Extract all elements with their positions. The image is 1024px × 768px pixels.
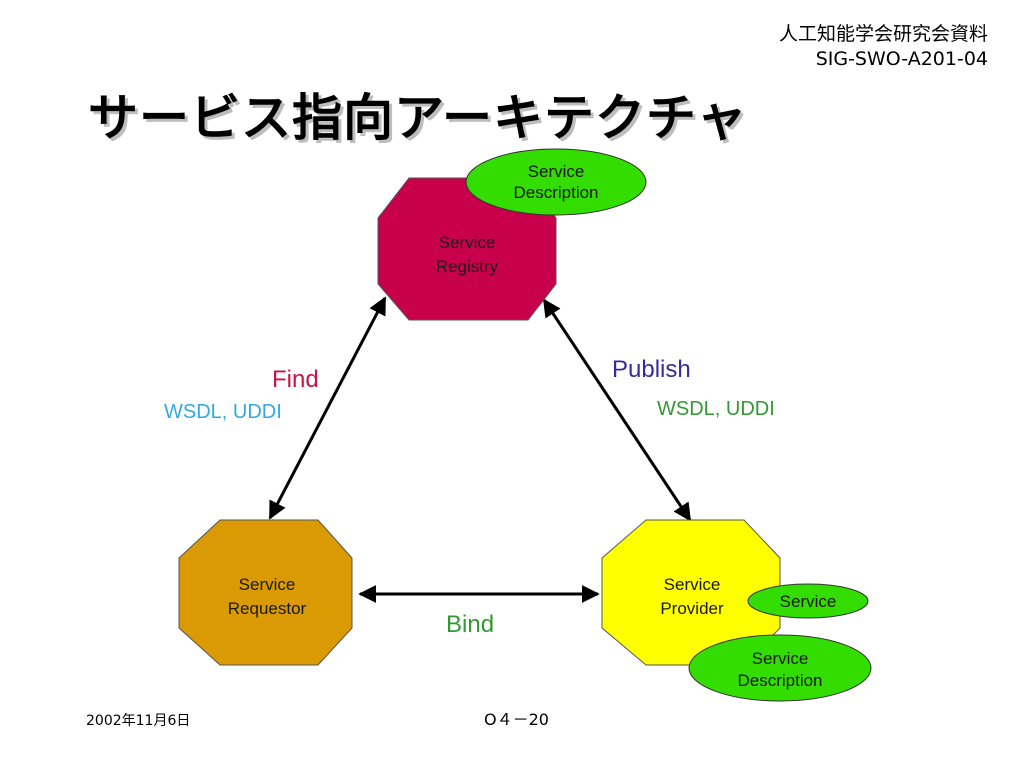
bind-label: Bind xyxy=(446,611,494,638)
registry-label-line2: Registry xyxy=(436,257,499,276)
publish-arrow xyxy=(542,298,692,522)
requestor-octagon xyxy=(178,519,353,666)
registry-label-line1: Service xyxy=(439,233,496,252)
find-protocols-label: WSDL, UDDI xyxy=(164,401,282,423)
footer-date: 2002年11月6日 xyxy=(86,713,191,729)
service-provider-node: Service Provider xyxy=(601,519,781,666)
provider-service-ellipse xyxy=(747,583,869,619)
find-arrow xyxy=(268,296,387,520)
provider-description-line1: Service xyxy=(752,649,809,668)
find-label: Find xyxy=(272,366,319,393)
publish-label: Publish xyxy=(612,356,691,383)
provider-description-ellipse xyxy=(688,634,872,702)
provider-label-line1: Service xyxy=(664,575,721,594)
provider-description-bubble: Service Description xyxy=(688,634,872,702)
publish-protocols-label: WSDL, UDDI xyxy=(657,398,775,420)
provider-description-line2: Description xyxy=(737,671,822,690)
provider-service-label: Service xyxy=(780,592,837,611)
service-registry-node: Service Registry xyxy=(377,177,557,321)
registry-description-line1: Service xyxy=(528,162,585,181)
requestor-label-line2: Requestor xyxy=(228,599,307,618)
slide-title: サービス指向アーキテクチャ xyxy=(88,89,748,147)
provider-label-line2: Provider xyxy=(660,599,724,618)
provider-service-bubble: Service xyxy=(747,583,869,619)
header-org: 人工知能学会研究会資料 SIG-SWO-A201-04 xyxy=(779,22,988,72)
service-requestor-node: Service Requestor xyxy=(178,519,353,666)
requestor-label-line1: Service xyxy=(239,575,296,594)
footer-page-number: O４－20 xyxy=(484,710,549,729)
header-org-line2: SIG-SWO-A201-04 xyxy=(815,48,988,70)
registry-description-ellipse xyxy=(465,148,647,216)
registry-description-bubble: Service Description xyxy=(465,148,647,216)
header-org-line1: 人工知能学会研究会資料 xyxy=(778,23,988,45)
registry-description-line2: Description xyxy=(513,183,598,202)
